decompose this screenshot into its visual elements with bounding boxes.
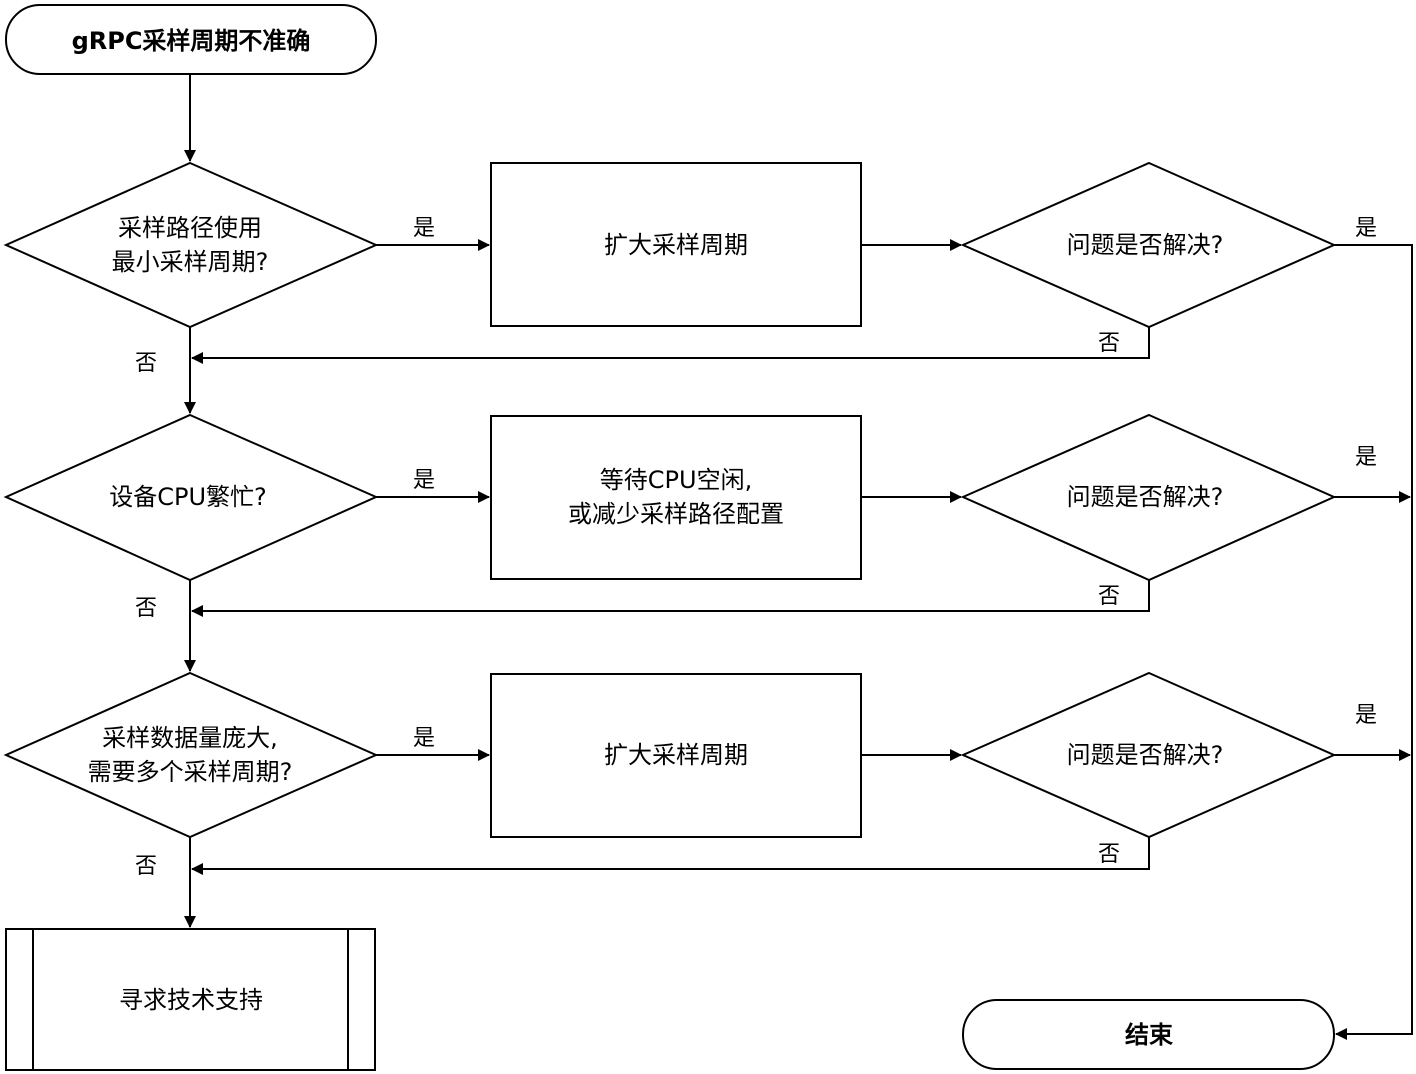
action-1-text: 扩大采样周期 <box>604 231 748 259</box>
label-yes-check2: 是 <box>1355 445 1377 470</box>
support-text: 寻求技术支持 <box>119 986 263 1014</box>
action-2-line-1: 等待CPU空闲, <box>600 466 752 494</box>
connectors <box>184 74 1413 1040</box>
edge-check2-no <box>191 580 1150 617</box>
decision-3: 采样数据量庞大, 需要多个采样周期? <box>3 671 379 839</box>
action-3: 扩大采样周期 <box>490 673 862 838</box>
decision-1: 采样路径使用 最小采样周期? <box>3 161 379 329</box>
check-1: 问题是否解决? <box>960 161 1337 329</box>
support-node: 寻求技术支持 <box>5 928 376 1071</box>
action-3-text: 扩大采样周期 <box>604 741 748 769</box>
label-no-check2: 否 <box>1098 584 1120 609</box>
end-node: 结束 <box>962 999 1335 1070</box>
decision-2-text: 设备CPU繁忙? <box>109 483 267 511</box>
end-text: 结束 <box>1125 1021 1174 1049</box>
decision-3-line-2: 需要多个采样周期? <box>88 758 293 786</box>
decision-3-line-1: 采样数据量庞大, <box>102 724 278 752</box>
check-3-text: 问题是否解决? <box>1067 741 1224 769</box>
edge-labels: 是 是 否 否 是 是 否 否 是 是 否 否 <box>135 216 1377 879</box>
action-2-line-2: 或减少采样路径配置 <box>568 500 784 528</box>
label-no-check1: 否 <box>1098 331 1120 356</box>
label-no-1: 否 <box>135 351 157 376</box>
label-yes-check3: 是 <box>1355 703 1377 728</box>
label-no-2: 否 <box>135 596 157 621</box>
decision-1-line-2: 最小采样周期? <box>112 248 269 276</box>
check-1-text: 问题是否解决? <box>1067 231 1224 259</box>
decision-2: 设备CPU繁忙? <box>3 413 379 582</box>
label-yes-2: 是 <box>413 468 435 493</box>
edge-check3-no <box>191 837 1150 875</box>
label-yes-check1: 是 <box>1355 216 1377 241</box>
label-yes-3: 是 <box>413 726 435 751</box>
start-node: gRPC采样周期不准确 <box>5 4 377 75</box>
action-2: 等待CPU空闲, 或减少采样路径配置 <box>490 415 862 580</box>
label-no-3: 否 <box>135 854 157 879</box>
check-2-text: 问题是否解决? <box>1067 483 1224 511</box>
decision-1-line-1: 采样路径使用 <box>118 214 262 242</box>
label-yes-1: 是 <box>413 216 435 241</box>
action-1: 扩大采样周期 <box>490 162 862 327</box>
edge-check1-yes-end <box>1334 244 1413 1040</box>
edge-check1-no <box>191 327 1150 364</box>
start-text: gRPC采样周期不准确 <box>72 27 311 55</box>
check-3: 问题是否解决? <box>960 671 1337 839</box>
label-no-check3: 否 <box>1098 842 1120 867</box>
check-2: 问题是否解决? <box>960 413 1337 582</box>
